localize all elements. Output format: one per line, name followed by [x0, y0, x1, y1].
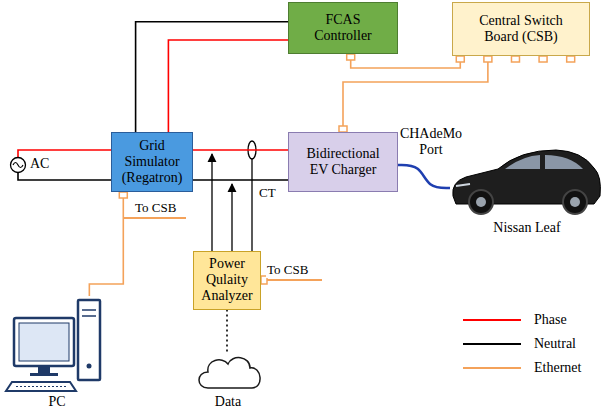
- grid-simulator-box: Grid Simulator (Regatron): [111, 132, 193, 192]
- wire: [89, 192, 123, 296]
- node-caption: PC: [48, 394, 65, 410]
- box-title: Bidirectional EV Charger: [297, 146, 389, 178]
- pc-illustration: [6, 300, 100, 391]
- ethernet-port: [567, 56, 575, 62]
- ethernet-port: [484, 56, 492, 62]
- ethernet-stub: [260, 279, 322, 281]
- analyzer-box: Power Qulaity Analyzer: [193, 251, 261, 310]
- legend-item: Neutral: [462, 336, 576, 352]
- ct-wire: [251, 159, 252, 254]
- controller-box: FCAS Controller: [288, 2, 398, 54]
- cloud-illustration: [199, 358, 260, 388]
- charging-cable: [398, 165, 450, 188]
- wire: [168, 40, 288, 132]
- legend-line-sample: [462, 362, 522, 374]
- switch-board-box: Central Switch Board (CSB): [452, 2, 590, 56]
- voltage-probe: [211, 154, 212, 254]
- ethernet-stub: [124, 217, 186, 219]
- wire: [136, 22, 288, 132]
- legend-item: Phase: [462, 312, 567, 328]
- wire: [18, 150, 111, 157]
- computer-node: PC: [8, 296, 106, 410]
- wire: [193, 179, 288, 181]
- cloud-node: Data: [192, 352, 264, 410]
- wire: [226, 310, 228, 353]
- ethernet-port: [119, 192, 127, 198]
- sensor-label: CT: [258, 186, 277, 201]
- legend-line-sample: [462, 338, 522, 350]
- node-caption: Data: [215, 394, 241, 410]
- ethernet-port: [539, 56, 547, 62]
- box-title: FCAS Controller: [303, 12, 383, 44]
- vehicle-node: Nissan Leaf: [450, 140, 604, 236]
- legend-item: Ethernet: [462, 360, 581, 376]
- legend-text: Neutral: [534, 336, 576, 352]
- box-title: Central Switch Board (CSB): [479, 13, 564, 45]
- link-label: To CSB: [134, 201, 177, 216]
- wire: [343, 56, 488, 132]
- node-caption: Nissan Leaf: [493, 220, 560, 236]
- wire: [351, 54, 461, 68]
- link-label: To CSB: [266, 263, 309, 278]
- legend-line-sample: [462, 314, 522, 326]
- wire: [193, 149, 288, 151]
- box-title: Grid Simulator (Regatron): [117, 138, 187, 186]
- ethernet-port: [511, 56, 519, 62]
- car-illustration: [453, 150, 601, 214]
- port-label: CHAdeMo Port: [398, 126, 464, 158]
- legend-text: Ethernet: [534, 360, 581, 376]
- ethernet-port: [456, 56, 464, 62]
- ac-source: AC: [10, 157, 26, 173]
- ac-symbol: [10, 157, 26, 173]
- legend-text: Phase: [534, 312, 567, 328]
- charger-box: Bidirectional EV Charger: [288, 132, 398, 192]
- wire: [18, 173, 111, 180]
- ethernet-port: [347, 54, 355, 60]
- voltage-probe: [231, 184, 232, 254]
- box-title: Power Qulaity Analyzer: [199, 256, 255, 304]
- node-caption: AC: [30, 156, 49, 172]
